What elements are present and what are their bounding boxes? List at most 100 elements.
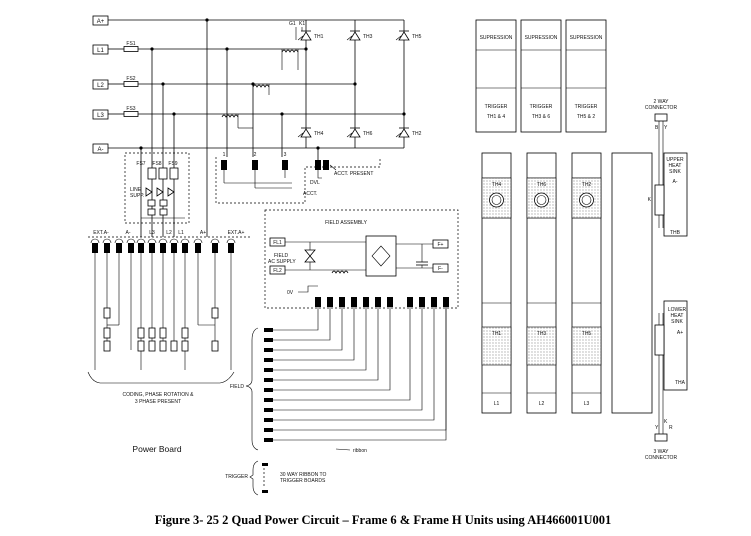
heatsink-foot-label: L2 bbox=[539, 401, 545, 407]
label-f-minus: F- bbox=[438, 266, 443, 272]
trigger-board-line2: TH5 & 2 bbox=[577, 114, 596, 120]
label-pin-k-bot: K bbox=[664, 419, 668, 425]
field-plug bbox=[407, 297, 413, 307]
heatsink-top-label: TH6 bbox=[537, 182, 547, 188]
label-field-ac-1: FIELD bbox=[274, 253, 289, 259]
field-wire-plug bbox=[264, 348, 273, 352]
label-terminal-3: 3 bbox=[284, 152, 287, 158]
fuse-fs3 bbox=[123, 111, 139, 117]
label-pin-y-top: Y bbox=[664, 125, 668, 131]
connector-plug bbox=[195, 243, 201, 253]
label-l3: L3 bbox=[97, 113, 104, 119]
heatsink-bottom-label: TH5 bbox=[582, 331, 592, 337]
label-th1: TH1 bbox=[314, 34, 324, 40]
fuse-fs2 bbox=[123, 81, 139, 87]
heatsink-top-label: TH4 bbox=[492, 182, 502, 188]
label-connector-bottom-1: 3 WAY bbox=[653, 449, 669, 455]
side-heatsink-panel: 2 WAY CONNECTOR 3 WAY CONNECTOR B Y K Y … bbox=[611, 99, 688, 461]
thyristor-th1 bbox=[297, 30, 312, 41]
line-suppression: FS7 FS8 FS9 LINE SUPP. bbox=[124, 152, 190, 224]
plug-terminal-3 bbox=[282, 160, 288, 170]
connector-socket bbox=[210, 238, 220, 244]
thyristor-bridge: TH1 G1 K1 TH3 TH5 TH4 TH6 bbox=[289, 20, 422, 148]
ct-coil-l1 bbox=[281, 49, 299, 53]
side-heatsink-body bbox=[611, 152, 653, 414]
label-l2: L2 bbox=[97, 83, 104, 89]
thyristor-th2 bbox=[395, 127, 410, 138]
connector-socket bbox=[90, 238, 100, 244]
heatsink-top-label: TH2 bbox=[582, 182, 592, 188]
heatsink-bottom-label: TH3 bbox=[537, 331, 547, 337]
label-th4: TH4 bbox=[314, 131, 324, 137]
trigger-board-line2: TH3 & 6 bbox=[532, 114, 551, 120]
field-wire bbox=[273, 307, 447, 441]
label-accti-present: ACCT. PRESENT bbox=[334, 171, 373, 177]
fuse-fs7 bbox=[147, 167, 157, 180]
connector-socket bbox=[226, 238, 236, 244]
field-wire bbox=[273, 307, 411, 401]
connector-socket bbox=[180, 238, 190, 244]
thyristor-th3 bbox=[346, 30, 361, 41]
label-k1: K1 bbox=[299, 21, 305, 27]
label-fs8: FS8 bbox=[152, 161, 161, 167]
thyristor-th5 bbox=[395, 30, 410, 41]
field-plug bbox=[363, 297, 369, 307]
power-lines: A+ L1 FS1 L2 FS2 L3 FS3 A- bbox=[92, 15, 404, 154]
field-wire-plug bbox=[264, 368, 273, 372]
field-plug bbox=[339, 297, 345, 307]
thyristor-tha bbox=[654, 324, 665, 356]
connector-socket bbox=[193, 238, 203, 244]
field-plug bbox=[327, 297, 333, 307]
label-fs1: FS1 bbox=[126, 41, 135, 47]
field-wire-plug bbox=[264, 438, 273, 442]
connector-strip: EXT.A- A- L3 L2 L1 A+ EXT.A+ bbox=[88, 230, 250, 238]
label-l2-conn: L2 bbox=[166, 230, 172, 236]
field-wire bbox=[273, 307, 367, 371]
label-th6: TH6 bbox=[363, 131, 373, 137]
connector-plugs bbox=[90, 238, 236, 253]
field-wire-plug bbox=[264, 378, 273, 382]
label-connector-top-2: CONNECTOR bbox=[645, 105, 678, 111]
label-coding-1: CODING, PHASE ROTATION & bbox=[123, 392, 195, 398]
label-f-plus: F+ bbox=[438, 242, 444, 248]
label-coding-2: 3 PHASE PRESENT bbox=[135, 399, 181, 405]
label-connector-top-1: 2 WAY bbox=[653, 99, 669, 105]
field-wire bbox=[273, 307, 319, 331]
connector-plug bbox=[182, 243, 188, 253]
field-assembly: FIELD ASSEMBLY FL1 FL2 FIELD AC SUPPLY F… bbox=[264, 209, 459, 309]
plug-dvl-2 bbox=[323, 160, 329, 170]
field-plug bbox=[375, 297, 381, 307]
terminal-f-plus bbox=[432, 239, 449, 249]
label-fs7: FS7 bbox=[136, 161, 145, 167]
label-dvl: DVL bbox=[310, 180, 320, 186]
trigger-board-title: SUPRESSION bbox=[570, 35, 603, 41]
label-pin-b: B bbox=[655, 125, 659, 131]
field-plug bbox=[431, 297, 437, 307]
plug-terminal-1 bbox=[221, 160, 227, 170]
label-a-minus: A- bbox=[98, 147, 104, 153]
label-field-ac-2: AC SUPPLY bbox=[268, 259, 296, 265]
label-ribbon: ribbon bbox=[353, 448, 367, 454]
label-lower-hs-3: SINK bbox=[671, 319, 683, 325]
trigger-board-line1: TRIGGER bbox=[485, 104, 508, 110]
connector-plug bbox=[171, 243, 177, 253]
label-fs2: FS2 bbox=[126, 76, 135, 82]
terminal-l2 bbox=[92, 79, 109, 90]
connector-plug bbox=[138, 243, 144, 253]
label-pin-r: R bbox=[669, 425, 673, 431]
label-zero-v: 0V bbox=[287, 290, 294, 296]
connector-plug bbox=[92, 243, 98, 253]
connector-plug bbox=[212, 243, 218, 253]
connector-plug bbox=[128, 243, 134, 253]
label-lower-hs-4: A+ bbox=[677, 330, 683, 336]
field-wire bbox=[273, 307, 447, 431]
figure-caption: Figure 3- 25 2 Quad Power Circuit – Fram… bbox=[155, 513, 612, 527]
field-wire bbox=[273, 307, 391, 391]
label-ribbon-note-2: TRIGGER BOARDS bbox=[280, 478, 326, 484]
label-ext-a-minus: EXT.A- bbox=[93, 230, 109, 236]
label-thb: THB bbox=[670, 230, 681, 236]
terminal-a-plus bbox=[92, 15, 109, 26]
